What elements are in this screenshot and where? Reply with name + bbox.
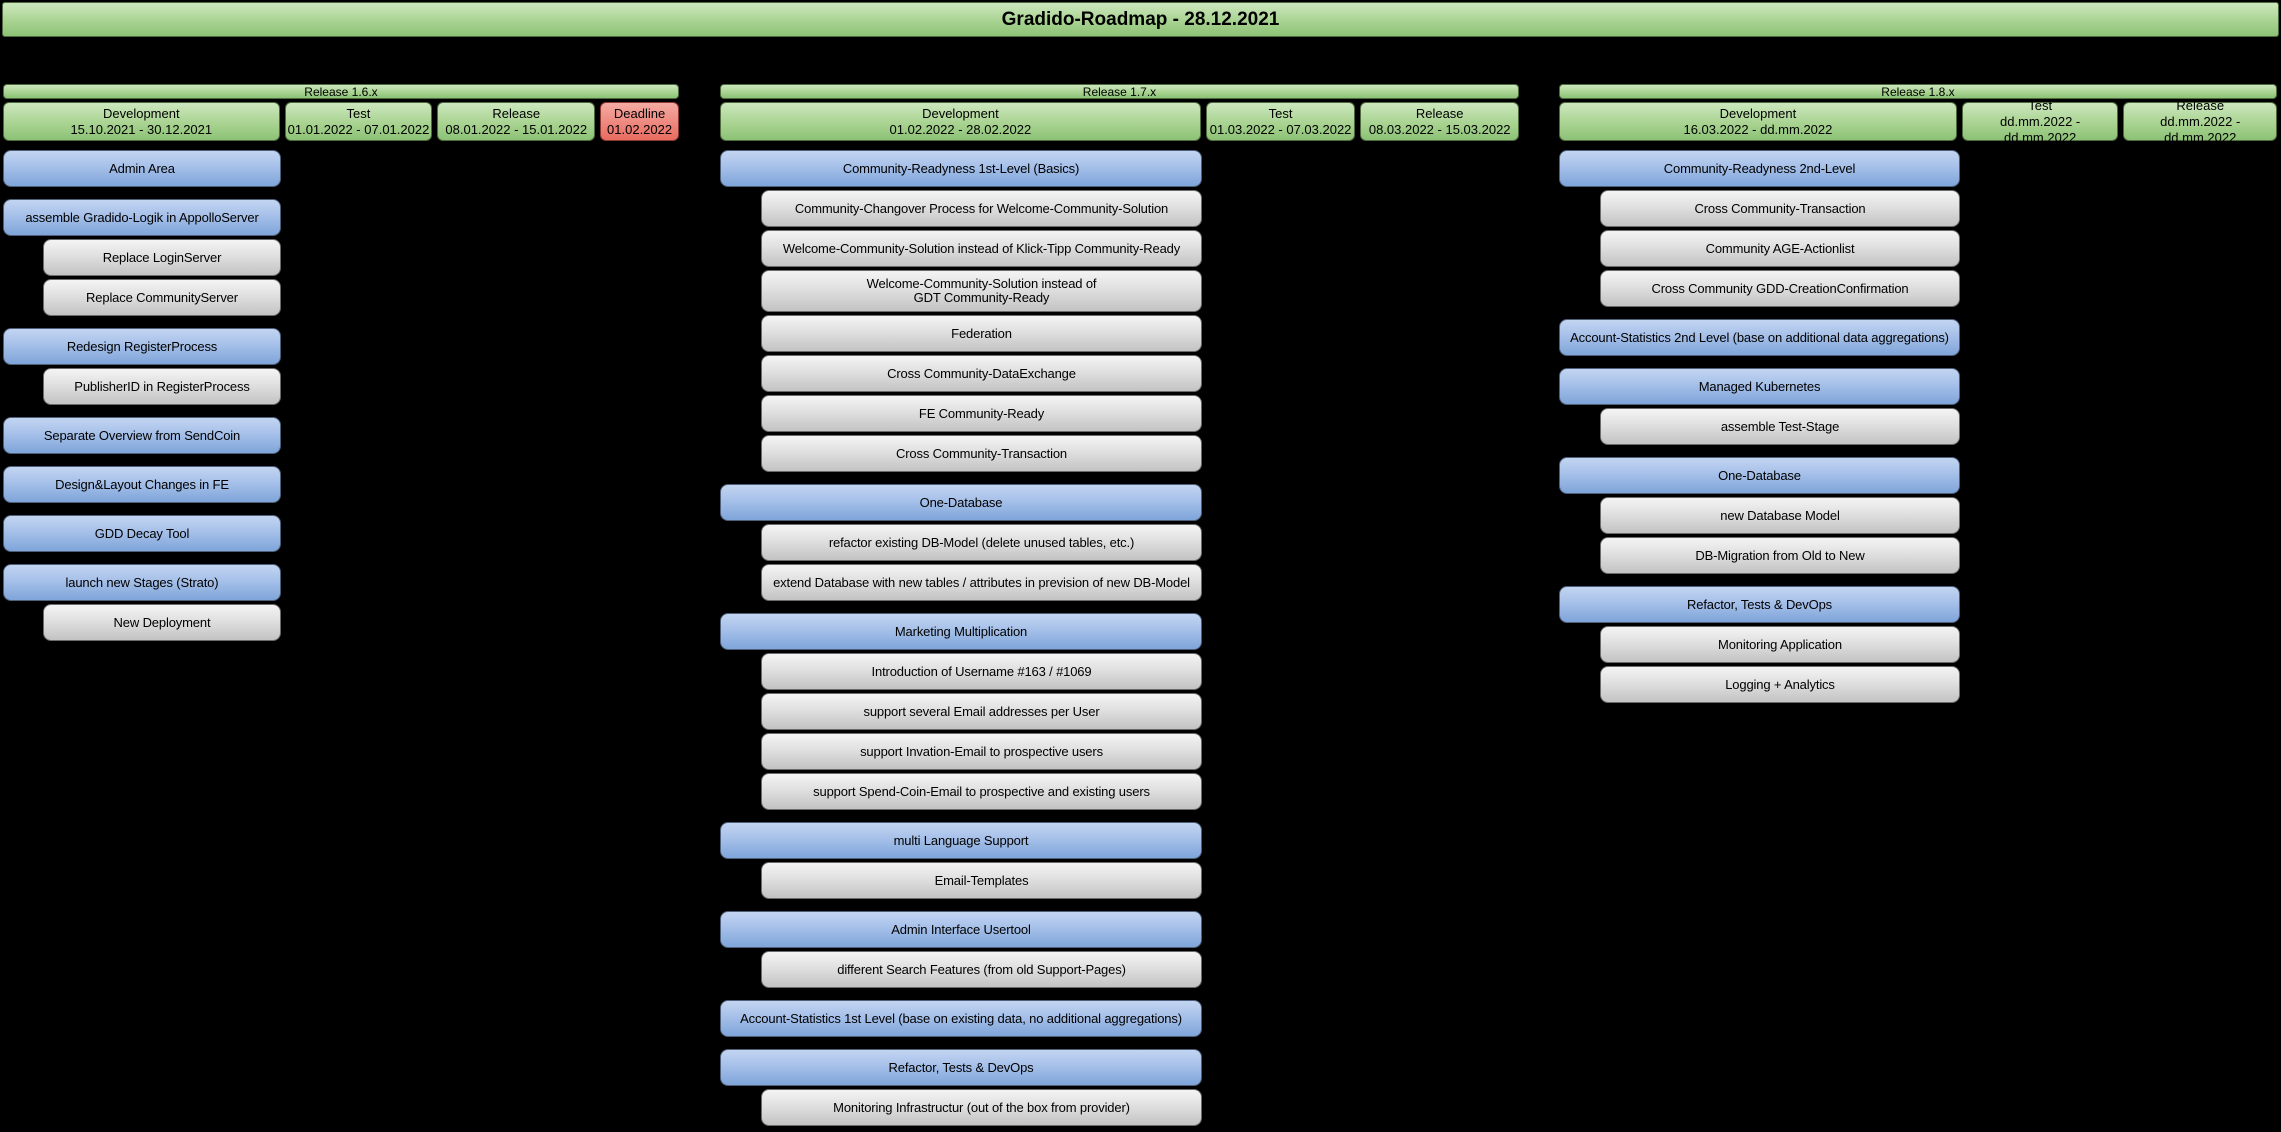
phase-label: Development — [1719, 105, 1797, 121]
task-email-templates: Email-Templates — [761, 862, 1202, 899]
task-group-marketing-multiplication: Marketing Multiplication — [720, 613, 1202, 650]
page-title: Gradido-Roadmap - 28.12.2021 — [2, 2, 2279, 37]
task-assemble-test-stage: assemble Test-Stage — [1600, 408, 1960, 445]
phase-dates: dd.mm.2022 - dd.mm.2022 — [2160, 113, 2241, 145]
task-support-spend-coin-email-to-prospective-and-exis: support Spend-Coin-Email to prospective … — [761, 773, 1202, 810]
task-group-admin-interface-usertool: Admin Interface Usertool — [720, 911, 1202, 948]
task-extend-database-with-new-tables-attributes-in-pr: extend Database with new tables / attrib… — [761, 564, 1202, 601]
phase-dates: 08.03.2022 - 15.03.2022 — [1368, 121, 1511, 137]
phase-dates: 08.01.2022 - 15.01.2022 — [445, 121, 588, 137]
phase-dates: 01.02.2022 - 28.02.2022 — [889, 121, 1032, 137]
task-group-community-readyness-2nd-level: Community-Readyness 2nd-Level — [1559, 150, 1960, 187]
task-federation: Federation — [761, 315, 1202, 352]
task-welcome-community-solution-instead-of-klick-tipp: Welcome-Community-Solution instead of Kl… — [761, 230, 1202, 267]
task-group-account-statistics-1st-level-base-on-existing-da: Account-Statistics 1st Level (base on ex… — [720, 1000, 1202, 1037]
phase-label: Test — [2028, 97, 2053, 113]
task-publisherid-in-registerprocess: PublisherID in RegisterProcess — [43, 368, 281, 405]
phase-dates: 01.01.2022 - 07.01.2022 — [287, 121, 430, 137]
task-cross-community-gdd-creationconfirmation: Cross Community GDD-CreationConfirmation — [1600, 270, 1960, 307]
task-fe-community-ready: FE Community-Ready — [761, 395, 1202, 432]
task-group-community-readyness-1st-level-basics: Community-Readyness 1st-Level (Basics) — [720, 150, 1202, 187]
phase-dates: 16.03.2022 - dd.mm.2022 — [1683, 121, 1833, 137]
task-monitoring-application: Monitoring Application — [1600, 626, 1960, 663]
task-group-gdd-decay-tool: GDD Decay Tool — [3, 515, 281, 552]
phase-label: Release — [492, 105, 541, 121]
task-group-multi-language-support: multi Language Support — [720, 822, 1202, 859]
phase-label: Development — [922, 105, 999, 121]
phase-label: Deadline — [613, 105, 666, 121]
task-group-one-database: One-Database — [1559, 457, 1960, 494]
task-cross-community-transaction: Cross Community-Transaction — [1600, 190, 1960, 227]
task-different-search-features-from-old-support-pages: different Search Features (from old Supp… — [761, 951, 1202, 988]
phase-label: Release — [1415, 105, 1464, 121]
task-support-invation-email-to-prospective-users: support Invation-Email to prospective us… — [761, 733, 1202, 770]
task-cross-community-dataexchange: Cross Community-DataExchange — [761, 355, 1202, 392]
task-replace-loginserver: Replace LoginServer — [43, 239, 281, 276]
task-new-deployment: New Deployment — [43, 604, 281, 641]
phase-label: Test — [1268, 105, 1293, 121]
task-community-age-actionlist: Community AGE-Actionlist — [1600, 230, 1960, 267]
task-new-database-model: new Database Model — [1600, 497, 1960, 534]
task-db-migration-from-old-to-new: DB-Migration from Old to New — [1600, 537, 1960, 574]
task-group-one-database: One-Database — [720, 484, 1202, 521]
task-group-separate-overview-from-sendcoin: Separate Overview from SendCoin — [3, 417, 281, 454]
task-refactor-existing-db-model-delete-unused-tables-: refactor existing DB-Model (delete unuse… — [761, 524, 1202, 561]
task-community-changover-process-for-welcome-communit: Community-Changover Process for Welcome-… — [761, 190, 1202, 227]
task-group-launch-new-stages-strato: launch new Stages (Strato) — [3, 564, 281, 601]
task-group-design-layout-changes-in-fe: Design&Layout Changes in FE — [3, 466, 281, 503]
task-group-refactor-tests-devops: Refactor, Tests & DevOps — [720, 1049, 1202, 1086]
task-logging-analytics: Logging + Analytics — [1600, 666, 1960, 703]
release-band-release-1-8-x: Release 1.8.x — [1559, 84, 2277, 99]
task-group-admin-area: Admin Area — [3, 150, 281, 187]
phase-dates: 15.10.2021 - 30.12.2021 — [70, 121, 213, 137]
release-band-release-1-6-x: Release 1.6.x — [3, 84, 679, 99]
task-group-redesign-registerprocess: Redesign RegisterProcess — [3, 328, 281, 365]
task-support-several-email-addresses-per-user: support several Email addresses per User — [761, 693, 1202, 730]
phase-dates: 01.02.2022 — [607, 121, 673, 137]
phase-label: Test — [346, 105, 371, 121]
phase-dates: 01.03.2022 - 07.03.2022 — [1209, 121, 1352, 137]
phase-label: Release — [2176, 97, 2225, 113]
task-group-assemble-gradido-logik-in-appolloserver: assemble Gradido-Logik in AppolloServer — [3, 199, 281, 236]
task-monitoring-infrastructur-out-of-the-box-from-pro: Monitoring Infrastructur (out of the box… — [761, 1089, 1202, 1126]
task-list: Admin Area assemble Gradido-Logik in Appo… — [3, 150, 679, 641]
release-band-release-1-7-x: Release 1.7.x — [720, 84, 1519, 99]
task-cross-community-transaction: Cross Community-Transaction — [761, 435, 1202, 472]
task-replace-communityserver: Replace CommunityServer — [43, 279, 281, 316]
task-introduction-of-username-163-1069: Introduction of Username #163 / #1069 — [761, 653, 1202, 690]
task-group-managed-kubernetes: Managed Kubernetes — [1559, 368, 1960, 405]
phase-dates: dd.mm.2022 - dd.mm.2022 — [2000, 113, 2081, 145]
task-list: Community-Readyness 1st-Level (Basics)Co… — [720, 150, 1519, 1126]
task-group-account-statistics-2nd-level-base-on-additional-: Account-Statistics 2nd Level (base on ad… — [1559, 319, 1960, 356]
phase-label: Development — [102, 105, 180, 121]
task-group-refactor-tests-devops: Refactor, Tests & DevOps — [1559, 586, 1960, 623]
